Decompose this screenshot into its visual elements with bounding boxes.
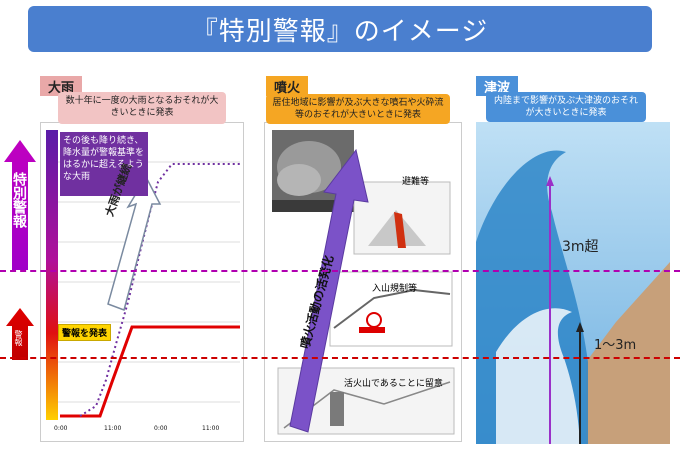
tsunami-illustration — [476, 122, 670, 444]
page-title: 『特別警報』のイメージ — [28, 6, 652, 52]
small-wave — [496, 308, 580, 444]
evacuation-label: 避難等 — [402, 177, 430, 187]
warning-label: 警報 — [14, 330, 23, 346]
special-warning-arrow — [4, 140, 36, 270]
warning-arrow — [6, 308, 34, 360]
tab-tsunami: 津波 — [476, 76, 519, 96]
tsunami-note: 内陸まで影響が及ぶ大津波のおそれが大きいときに発表 — [486, 92, 646, 122]
lava-flow — [394, 212, 406, 248]
coast-land — [586, 262, 670, 444]
warning-level-line — [60, 325, 240, 418]
no-entry-sign — [366, 312, 382, 328]
rain-chart — [46, 130, 240, 420]
rain-callout: その後も降り続き、降水量が警報基準をはるかに超えるような大雨 — [60, 132, 148, 196]
hiker-figure — [330, 392, 344, 426]
volcano-note: 居住地域に影響が及ぶ大きな噴石や火砕流等のおそれが大きいときに発表 — [266, 94, 450, 124]
small-wave-height: 1～3m — [594, 338, 637, 353]
rain-tick-3: 0:00 — [154, 425, 168, 432]
rain-tick-2: 11:00 — [104, 425, 122, 432]
volcano-illustration — [272, 130, 455, 435]
continuation-arrow — [107, 175, 162, 311]
special-warning-threshold — [0, 270, 680, 272]
restriction-label: 入山規制等 — [372, 284, 418, 294]
warning-threshold — [0, 357, 680, 359]
rain-level-bar — [46, 130, 58, 420]
rain-tick-4: 11:00 — [202, 425, 220, 432]
caution-label: 活火山であることに留意 — [344, 379, 443, 389]
big-wave-height: 3m超 — [562, 239, 599, 255]
special-warning-label: 特別警報 — [11, 172, 27, 228]
tab-rain: 大雨 — [40, 76, 83, 96]
warning-issued-label: 警報を発表 — [58, 324, 112, 341]
left-scale-arrows — [4, 140, 36, 360]
tab-volcano: 噴火 — [266, 76, 309, 96]
rain-tick-1: 0:00 — [54, 425, 68, 432]
activity-arrow — [289, 148, 369, 433]
restriction-scene — [329, 271, 453, 347]
barrier-icon — [359, 327, 385, 333]
rain-note: 数十年に一度の大雨となるおそれが大きいときに発表 — [58, 92, 226, 124]
